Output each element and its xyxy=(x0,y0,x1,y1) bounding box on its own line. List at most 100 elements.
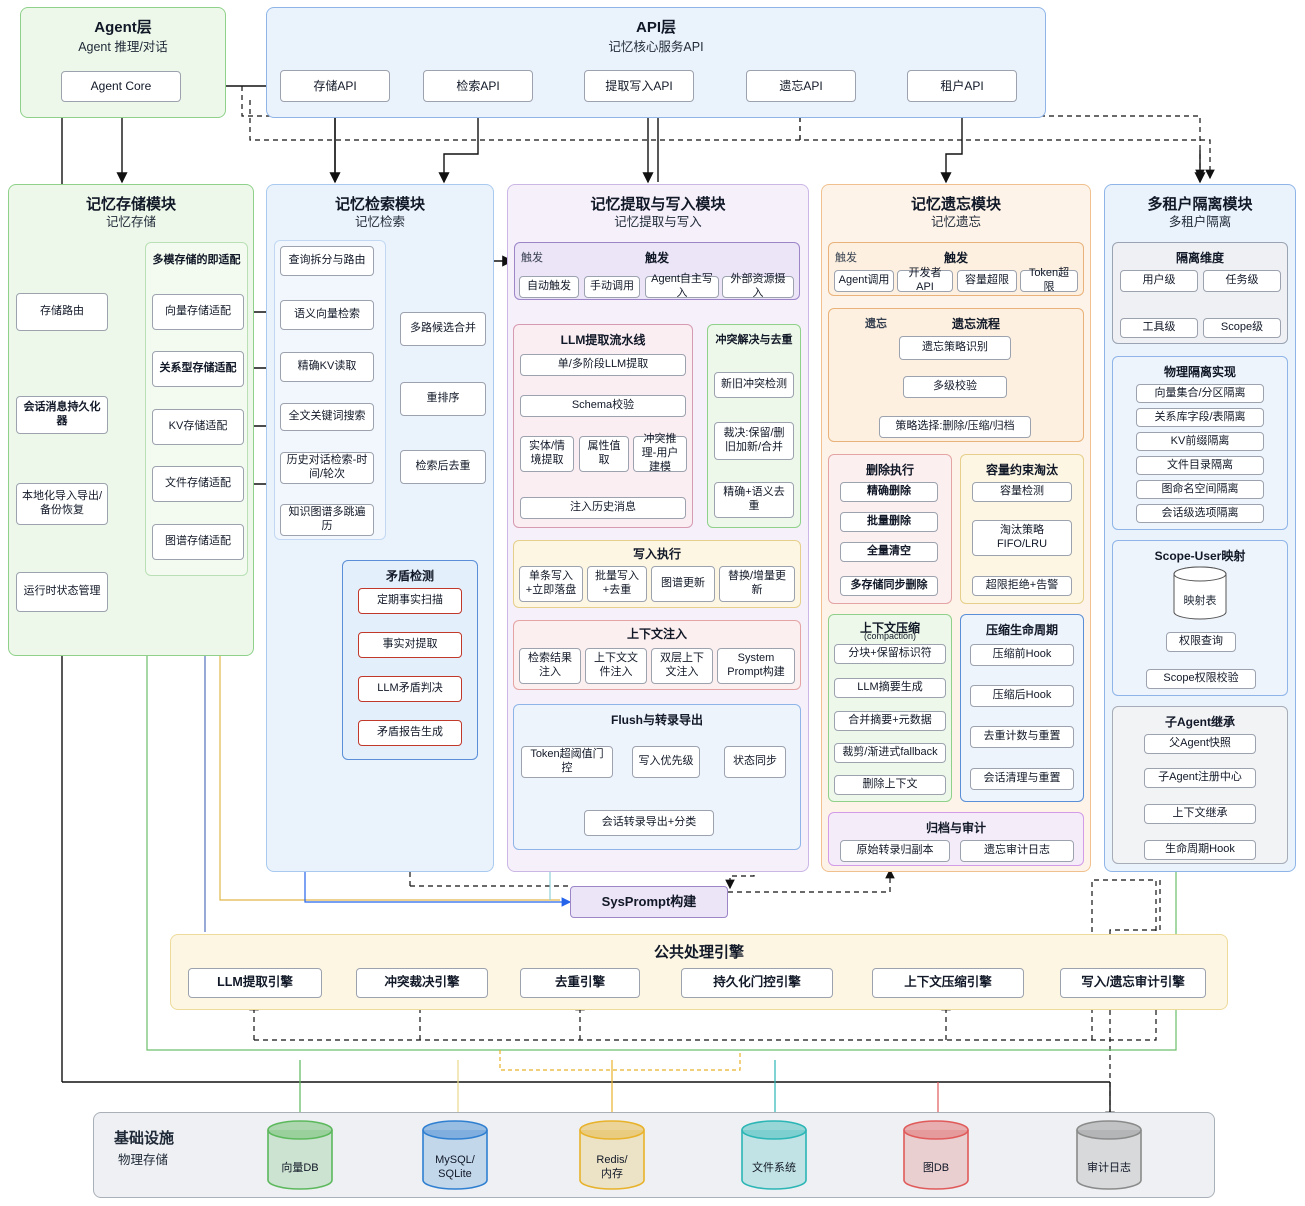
forget-api-button[interactable]: 遗忘API xyxy=(746,70,856,102)
storage-router-box[interactable]: 存储路由 xyxy=(16,293,108,331)
context-inherit-box[interactable]: 上下文继承 xyxy=(1144,804,1256,824)
permission-query-box[interactable]: 权限查询 xyxy=(1166,632,1236,652)
file-dir-box[interactable]: 文件目录隔离 xyxy=(1136,456,1264,475)
llm-engine-box[interactable]: LLM提取引擎 xyxy=(188,968,322,998)
strategy-identify-box[interactable]: 遗忘策略识别 xyxy=(899,336,1011,360)
single-write-box[interactable]: 单条写入+立即落盘 xyxy=(519,566,583,602)
llm-summary-box[interactable]: LLM摘要生成 xyxy=(834,678,946,698)
strategy-select-box[interactable]: 策略选择:删除/压缩/归档 xyxy=(879,416,1031,438)
fallback-box[interactable]: 裁剪/渐进式fallback xyxy=(834,743,946,763)
tenant-api-button[interactable]: 租户API xyxy=(907,70,1017,102)
database-1-icon[interactable]: 向量DB xyxy=(266,1120,334,1190)
sync-delete-box[interactable]: 多存储同步删除 xyxy=(840,576,938,596)
post-compress-hook-box[interactable]: 压缩后Hook xyxy=(970,685,1074,707)
relational-adapter-box[interactable]: 关系型存储适配 xyxy=(152,351,244,387)
attr-extract-box[interactable]: 属性值取 xyxy=(579,436,629,472)
graph-update-box[interactable]: 图谱更新 xyxy=(651,566,715,602)
system-prompt-build-box[interactable]: System Prompt构建 xyxy=(717,648,795,684)
batch-delete-box[interactable]: 批量删除 xyxy=(840,512,938,532)
agent-write-trigger-box[interactable]: Agent自主写入 xyxy=(645,273,719,299)
retrieval-api-button[interactable]: 检索API xyxy=(423,70,533,102)
database-6-icon[interactable]: 审计日志 xyxy=(1075,1120,1143,1190)
lifecycle-hook-box[interactable]: 生命周期Hook xyxy=(1144,840,1256,860)
file-adapter-box[interactable]: 文件存储适配 xyxy=(152,466,244,502)
parent-snapshot-box[interactable]: 父Agent快照 xyxy=(1144,734,1256,754)
scope-level-box[interactable]: Scope级 xyxy=(1203,318,1281,338)
dual-context-box[interactable]: 双层上下文注入 xyxy=(651,648,713,684)
kv-prefix-box[interactable]: KV前缀隔离 xyxy=(1136,432,1264,451)
entity-extract-box[interactable]: 实体/情境提取 xyxy=(520,436,574,472)
graph-traverse-box[interactable]: 知识图谱多跳遍历 xyxy=(280,504,374,536)
query-split-box[interactable]: 查询拆分与路由 xyxy=(280,246,374,276)
graph-adapter-box[interactable]: 图谱存储适配 xyxy=(152,524,244,560)
manual-trigger-box[interactable]: 手动调用 xyxy=(584,276,640,298)
context-compress-engine-box[interactable]: 上下文压缩引擎 xyxy=(872,968,1024,998)
dedup-count-box[interactable]: 去重计数与重置 xyxy=(970,726,1074,748)
conflict-engine-box[interactable]: 冲突裁决引擎 xyxy=(356,968,488,998)
fact-scan-box[interactable]: 定期事实扫描 xyxy=(358,588,462,614)
agent-call-trigger-box[interactable]: Agent调用 xyxy=(834,270,894,292)
runtime-state-box[interactable]: 运行时状态管理 xyxy=(16,572,108,612)
fact-pair-box[interactable]: 事实对提取 xyxy=(358,632,462,658)
capacity-check-box[interactable]: 容量检测 xyxy=(972,482,1072,502)
vector-partition-box[interactable]: 向量集合/分区隔离 xyxy=(1136,384,1264,403)
session-persister-box[interactable]: 会话消息持久化器 xyxy=(16,396,108,434)
storage-api-button[interactable]: 存储API xyxy=(280,70,390,102)
llm-judge-box[interactable]: LLM矛盾判决 xyxy=(358,676,462,702)
incremental-update-box[interactable]: 替换/增量更新 xyxy=(719,566,795,602)
tool-level-box[interactable]: 工具级 xyxy=(1120,318,1198,338)
file-inject-box[interactable]: 上下文文件注入 xyxy=(585,648,647,684)
exact-delete-box[interactable]: 精确删除 xyxy=(840,482,938,502)
import-export-box[interactable]: 本地化导入导出/备份恢复 xyxy=(16,483,108,525)
conflict-report-box[interactable]: 矛盾报告生成 xyxy=(358,720,462,746)
user-level-box[interactable]: 用户级 xyxy=(1120,270,1198,292)
pre-compress-hook-box[interactable]: 压缩前Hook xyxy=(970,644,1074,666)
exact-semantic-dedup-box[interactable]: 精确+语义去重 xyxy=(714,482,794,518)
chunk-keep-box[interactable]: 分块+保留标识符 xyxy=(834,644,946,664)
database-3-icon[interactable]: Redis/内存 xyxy=(578,1120,646,1190)
user-model-box[interactable]: 冲突推理-用户建模 xyxy=(633,433,687,473)
vector-adapter-box[interactable]: 向量存储适配 xyxy=(152,294,244,330)
sysprompt-build-box[interactable]: SysPrompt构建 xyxy=(570,886,728,918)
forget-audit-log-box[interactable]: 遗忘审计日志 xyxy=(960,840,1074,862)
exact-kv-box[interactable]: 精确KV读取 xyxy=(280,352,374,382)
audit-engine-box[interactable]: 写入/遗忘审计引擎 xyxy=(1060,968,1206,998)
database-5-icon[interactable]: 图DB xyxy=(902,1120,970,1190)
retrieval-inject-box[interactable]: 检索结果注入 xyxy=(519,648,581,684)
llm-extract-box[interactable]: 单/多阶段LLM提取 xyxy=(520,354,686,376)
full-clear-box[interactable]: 全量清空 xyxy=(840,542,938,562)
new-old-conflict-box[interactable]: 新旧冲突检测 xyxy=(714,372,794,398)
sub-agent-registry-box[interactable]: 子Agent注册中心 xyxy=(1144,768,1256,788)
auto-trigger-box[interactable]: 自动触发 xyxy=(519,276,579,298)
session-clean-box[interactable]: 会话清理与重置 xyxy=(970,768,1074,790)
raw-archive-box[interactable]: 原始转录归副本 xyxy=(840,840,950,862)
task-level-box[interactable]: 任务级 xyxy=(1203,270,1281,292)
relational-field-box[interactable]: 关系库字段/表隔离 xyxy=(1136,408,1264,427)
schema-check-box[interactable]: Schema校验 xyxy=(520,395,686,417)
inject-history-box[interactable]: 注入历史消息 xyxy=(520,497,686,519)
dev-api-trigger-box[interactable]: 开发者API xyxy=(897,267,953,293)
persist-gate-engine-box[interactable]: 持久化门控引擎 xyxy=(681,968,833,998)
external-ingest-box[interactable]: 外部资源摄入 xyxy=(722,273,794,299)
state-sync-box[interactable]: 状态同步 xyxy=(724,746,786,778)
verdict-box[interactable]: 裁决:保留/删旧加新/合并 xyxy=(714,422,794,460)
kv-adapter-box[interactable]: KV存储适配 xyxy=(152,409,244,445)
capacity-trigger-box[interactable]: 容量超限 xyxy=(957,270,1017,292)
extract-write-api-button[interactable]: 提取写入API xyxy=(584,70,694,102)
delete-context-box[interactable]: 删除上下文 xyxy=(834,775,946,795)
database-2-icon[interactable]: MySQL/SQLite xyxy=(421,1120,489,1190)
fulltext-search-box[interactable]: 全文关键词搜索 xyxy=(280,403,374,431)
semantic-search-box[interactable]: 语义向量检索 xyxy=(280,300,374,330)
graph-namespace-box[interactable]: 图命名空间隔离 xyxy=(1136,480,1264,499)
overflow-reject-box[interactable]: 超限拒绝+告警 xyxy=(972,576,1072,596)
candidate-merge-box[interactable]: 多路候选合并 xyxy=(400,312,486,346)
transcript-export-box[interactable]: 会话转录导出+分类 xyxy=(584,810,714,836)
merge-summary-box[interactable]: 合并摘要+元数据 xyxy=(834,711,946,731)
evict-policy-box[interactable]: 淘汰策略 FIFO/LRU xyxy=(972,520,1072,556)
session-option-box[interactable]: 会话级选项隔离 xyxy=(1136,504,1264,523)
database-4-icon[interactable]: 文件系统 xyxy=(740,1120,808,1190)
scope-check-box[interactable]: Scope权限校验 xyxy=(1146,669,1256,689)
post-dedup-box[interactable]: 检索后去重 xyxy=(400,450,486,484)
dedup-engine-box[interactable]: 去重引擎 xyxy=(520,968,640,998)
write-priority-box[interactable]: 写入优先级 xyxy=(632,746,700,778)
